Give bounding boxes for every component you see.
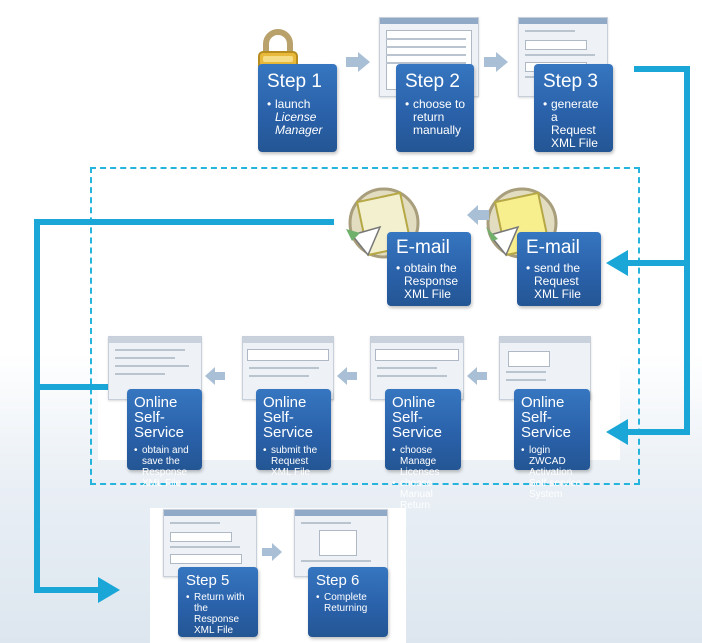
flow-line-email-out <box>34 219 334 225</box>
flow-line-to-email <box>626 260 690 266</box>
step1-title: Step 1 <box>267 71 322 92</box>
arrow-left-icon <box>467 205 489 225</box>
step2-card: Step 2 choose to return manually <box>396 64 474 152</box>
online-manage-bullet-2: choose Manual Return <box>392 478 455 511</box>
flow-line-left-branch <box>34 384 108 390</box>
online-login-card: Online Self-Service login ZWCAD Activati… <box>514 389 590 500</box>
step2-bullet: choose to return manually <box>405 98 466 137</box>
online-login-title: Online Self-Service <box>521 394 572 441</box>
step2-title: Step 2 <box>405 71 460 92</box>
flow-line-to-login <box>626 429 690 435</box>
online-section-frame <box>90 167 640 485</box>
email-obtain-card: E-mail obtain the Response XML File <box>387 232 471 306</box>
step5-card: Step 5 Return with the Response XML File <box>178 567 258 637</box>
online-save-bullet: obtain and save the Response XML File <box>134 445 196 489</box>
step5-screenshot <box>163 509 257 577</box>
step6-bullet: Complete Returning <box>316 592 382 614</box>
arrow-right-icon <box>98 577 120 603</box>
arrow-right-icon <box>346 52 370 72</box>
arrow-left-icon <box>606 419 628 445</box>
step6-screenshot <box>294 509 388 577</box>
email-send-title: E-mail <box>526 237 580 258</box>
flow-line-right-vertical <box>684 66 690 435</box>
online-manage-title: Online Self-Service <box>392 394 443 441</box>
step5-title: Step 5 <box>186 572 230 589</box>
arrow-right-icon <box>262 543 282 561</box>
online-save-card: Online Self-Service obtain and save the … <box>127 389 202 489</box>
step3-bullet: generate a Request XML File <box>543 98 605 150</box>
flow-line-to-step5 <box>34 587 102 593</box>
arrow-left-icon <box>606 250 628 276</box>
online-manage-bullet-1: choose Manage Licenses <box>392 445 455 478</box>
online-submit-title: Online Self-Service <box>263 394 314 441</box>
email-send-bullet: send the Request XML File <box>526 262 593 301</box>
arrow-right-icon <box>484 52 508 72</box>
email-send-card: E-mail send the Request XML File <box>517 232 601 306</box>
online-manage-card: Online Self-Service choose Manage Licens… <box>385 389 461 511</box>
step6-card: Step 6 Complete Returning <box>308 567 388 637</box>
email-obtain-bullet: obtain the Response XML File <box>396 262 463 301</box>
email-obtain-title: E-mail <box>396 237 450 258</box>
online-submit-card: Online Self-Service submit the Request X… <box>256 389 331 478</box>
online-login-bullet: login ZWCAD Activation Self-service Syst… <box>521 445 584 500</box>
arrow-left-icon <box>205 367 225 385</box>
step6-title: Step 6 <box>316 572 360 589</box>
online-submit-bullet: submit the Request XML File <box>263 445 325 478</box>
arrow-left-icon <box>337 367 357 385</box>
step3-title: Step 3 <box>543 71 598 92</box>
flow-line-left-vertical <box>34 219 40 593</box>
flow-line-right-top <box>634 66 690 72</box>
online-save-title: Online Self-Service <box>134 394 185 441</box>
step3-card: Step 3 generate a Request XML File <box>534 64 613 152</box>
step5-bullet: Return with the Response XML File <box>186 592 252 636</box>
arrow-left-icon <box>467 367 487 385</box>
